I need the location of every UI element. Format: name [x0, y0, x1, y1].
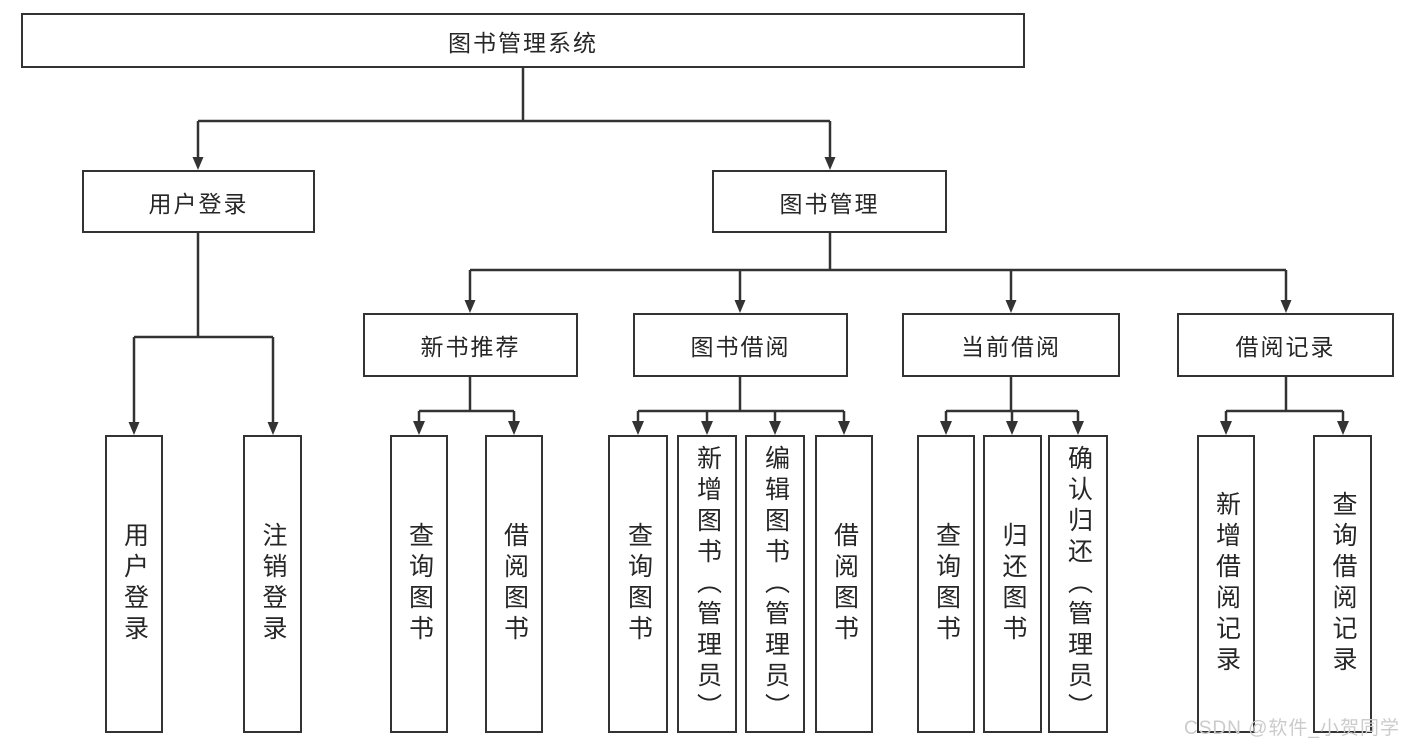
- leaf-label: 新增图书（管理员）: [693, 444, 722, 724]
- leaf-return-books: 归还图书: [983, 435, 1042, 733]
- leaf-confirm-return-admin: 确认归还（管理员）: [1048, 435, 1108, 733]
- leaf-query-books-1: 查询图书: [390, 435, 448, 733]
- leaf-label: 查询图书: [405, 522, 434, 646]
- leaf-label: 借阅图书: [500, 522, 529, 646]
- node-user-login: 用户登录: [82, 170, 315, 233]
- leaf-label: 编辑图书（管理员）: [761, 444, 790, 724]
- leaf-label: 查询图书: [624, 522, 653, 646]
- leaf-label: 查询借阅记录: [1329, 491, 1357, 677]
- leaf-label: 注销登录: [259, 522, 287, 646]
- node-borrowing-records: 借阅记录: [1177, 313, 1394, 377]
- node-label: 当前借阅: [961, 334, 1061, 360]
- leaf-add-borrow-record: 新增借阅记录: [1197, 435, 1255, 733]
- leaf-label: 用户登录: [120, 522, 149, 646]
- node-label: 借阅记录: [1235, 334, 1336, 360]
- node-library-management-system: 图书管理系统: [21, 13, 1025, 68]
- leaf-label: 借阅图书: [830, 522, 859, 646]
- node-book-management: 图书管理: [712, 170, 947, 233]
- leaf-borrow-books-1: 借阅图书: [485, 435, 543, 733]
- leaf-logout: 注销登录: [243, 435, 302, 733]
- node-label: 图书管理: [779, 190, 880, 217]
- leaf-label: 查询图书: [932, 522, 961, 646]
- leaf-label: 新增借阅记录: [1212, 491, 1241, 677]
- leaf-label: 确认归还（管理员）: [1064, 444, 1093, 724]
- leaf-query-borrow-record: 查询借阅记录: [1313, 435, 1372, 733]
- leaf-label: 归还图书: [999, 522, 1027, 646]
- node-label: 图书借阅: [690, 334, 791, 360]
- leaf-edit-books-admin: 编辑图书（管理员）: [745, 435, 805, 733]
- node-label: 新书推荐: [420, 334, 521, 360]
- node-label: 用户登录: [148, 190, 249, 217]
- leaf-borrow-books-2: 借阅图书: [815, 435, 873, 733]
- node-label: 图书管理系统: [448, 29, 598, 56]
- node-new-book-recommendation: 新书推荐: [363, 313, 578, 377]
- node-book-borrowing: 图书借阅: [633, 313, 848, 377]
- leaf-query-books-2: 查询图书: [608, 435, 668, 733]
- leaf-add-books-admin: 新增图书（管理员）: [677, 435, 737, 733]
- csdn-watermark: CSDN @软件_小贺同学: [1184, 718, 1400, 739]
- node-current-borrowing: 当前借阅: [902, 313, 1120, 377]
- leaf-user-login: 用户登录: [105, 435, 163, 733]
- leaf-query-books-3: 查询图书: [917, 435, 975, 733]
